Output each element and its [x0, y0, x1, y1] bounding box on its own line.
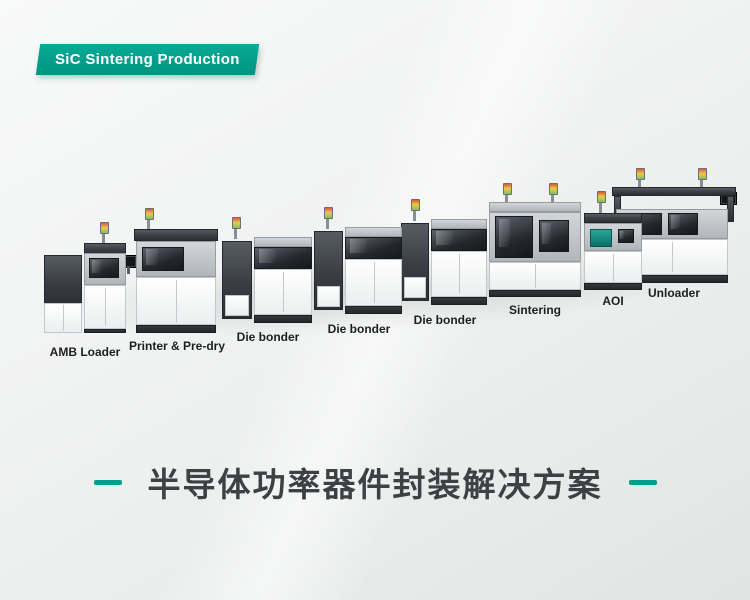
- station-amb-loader: AMB Loader: [44, 222, 126, 359]
- station-label: AOI: [602, 294, 624, 308]
- machine-roof: [134, 229, 218, 241]
- machine-window: [668, 213, 698, 235]
- station-label: Sintering: [508, 303, 561, 317]
- machine-roof: [489, 202, 581, 212]
- station-label: Printer & Pre-dry: [128, 339, 226, 353]
- headline-row: 半导体功率器件封装解决方案: [0, 458, 750, 506]
- station-printer-pre-dry: Printer & Pre-dry: [120, 208, 225, 353]
- cabinet-panel: [44, 255, 82, 305]
- machine-doors: [404, 277, 426, 298]
- signal-tower-icon: [100, 222, 109, 245]
- machine-doors: [584, 251, 642, 283]
- machine-base: [431, 297, 487, 305]
- machine-roof: [345, 227, 402, 237]
- signal-tower-icon: [549, 183, 558, 204]
- inspection-screen: [590, 229, 612, 247]
- ribbon-badge: SiC Sintering Production: [35, 44, 259, 75]
- machine-doors: [136, 277, 216, 325]
- machine-doors: [431, 251, 487, 297]
- signal-tower-icon: [232, 217, 241, 239]
- station-label: Die bonder: [413, 313, 477, 327]
- signal-tower-icon: [597, 191, 606, 215]
- machine-window: [495, 216, 533, 258]
- machine-roof: [584, 213, 642, 223]
- machine-base: [254, 315, 312, 323]
- machine-doors: [317, 286, 340, 307]
- machine-base: [84, 329, 126, 333]
- station-die-bonder-3: Die bonder: [401, 199, 489, 327]
- machine-doors: [84, 285, 126, 329]
- station-label: Die bonder: [327, 322, 391, 336]
- station-label: Unloader: [647, 286, 700, 300]
- station-sintering: Sintering: [489, 183, 581, 317]
- machine-base: [489, 290, 581, 297]
- station-aoi: AOI: [584, 191, 642, 308]
- machine-window: [142, 247, 184, 271]
- machine-base: [136, 325, 216, 333]
- machine-window: [431, 229, 487, 251]
- signal-tower-icon: [503, 183, 512, 204]
- machine-window: [254, 247, 312, 269]
- signal-tower-icon: [145, 208, 154, 231]
- machine-doors: [225, 295, 249, 316]
- gantry-beam: [612, 187, 736, 196]
- station-die-bonder-1: Die bonder: [222, 217, 314, 344]
- page-title: 半导体功率器件封装解决方案: [147, 466, 603, 503]
- machine-doors: [254, 269, 312, 315]
- machine-window: [618, 229, 634, 243]
- machine-base: [345, 306, 402, 314]
- machine-window: [345, 237, 402, 259]
- station-label: AMB Loader: [49, 345, 121, 359]
- title-dash-left-icon: [93, 479, 122, 485]
- badge-label: SiC Sintering Production: [55, 51, 240, 68]
- machine-window: [539, 220, 569, 252]
- machine-doors: [44, 303, 82, 333]
- machine-base: [584, 283, 642, 290]
- machine-roof: [431, 219, 487, 229]
- title-dash-right-icon: [628, 479, 657, 485]
- signal-tower-icon: [636, 168, 645, 189]
- signal-tower-icon: [698, 168, 707, 189]
- machine-roof: [254, 237, 312, 247]
- gantry-post: [727, 196, 734, 222]
- signal-tower-icon: [324, 207, 333, 229]
- station-label: Die bonder: [236, 330, 300, 344]
- station-die-bonder-2: Die bonder: [314, 207, 404, 336]
- machine-doors: [345, 259, 402, 306]
- signal-tower-icon: [411, 199, 420, 221]
- machine-window: [89, 258, 119, 278]
- machine-doors: [489, 262, 581, 290]
